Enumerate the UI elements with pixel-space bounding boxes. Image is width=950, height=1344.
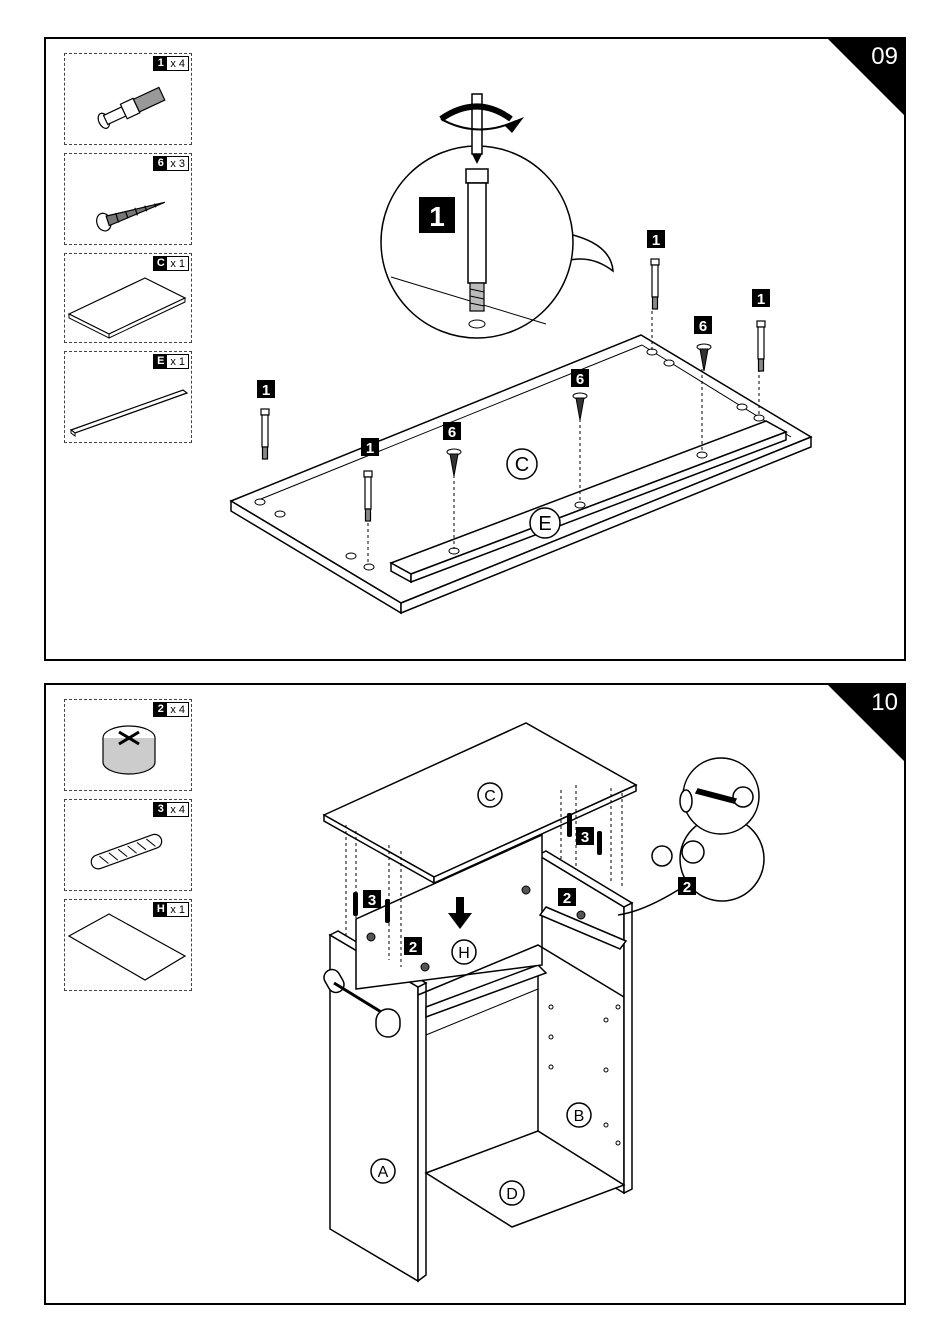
step-number: 10	[871, 689, 898, 717]
panel-label-h: H	[458, 945, 470, 962]
svg-text:6: 6	[699, 318, 707, 335]
svg-text:6: 6	[576, 371, 584, 388]
svg-text:3: 3	[368, 892, 376, 909]
detail-tag: 1	[419, 197, 455, 233]
detail-magnifier	[381, 94, 613, 338]
part-tag: 1	[257, 380, 275, 399]
panel-label-c: C	[515, 454, 529, 476]
svg-text:6: 6	[448, 424, 456, 441]
cabinet-drawing	[324, 723, 636, 1281]
svg-text:1: 1	[429, 201, 445, 232]
part-tag: 1	[752, 289, 770, 308]
svg-text:2: 2	[683, 879, 691, 896]
part-tag: 3	[576, 827, 594, 846]
svg-text:3: 3	[581, 829, 589, 846]
svg-text:2: 2	[409, 939, 417, 956]
part-tag: 6	[694, 316, 712, 335]
part-tag: 6	[571, 369, 589, 388]
panel-label-a: A	[378, 1164, 389, 1181]
panel-label-e: E	[538, 513, 551, 535]
part-tag: 2	[404, 937, 422, 956]
svg-text:1: 1	[757, 291, 765, 308]
panel-label-d: D	[506, 1186, 518, 1203]
part-tag: 3	[363, 890, 381, 909]
svg-text:2: 2	[563, 890, 571, 907]
panel-label-c: C	[484, 788, 496, 805]
part-tag: 2	[678, 877, 696, 896]
part-tag: 6	[443, 422, 461, 441]
svg-text:1: 1	[366, 440, 374, 457]
panel-label-b: B	[574, 1108, 585, 1125]
part-tag: 2	[558, 888, 576, 907]
step-number: 09	[871, 43, 898, 71]
part-tag: 1	[361, 438, 379, 457]
svg-text:1: 1	[652, 232, 660, 249]
svg-text:1: 1	[262, 382, 270, 399]
part-tag: 1	[647, 230, 665, 249]
